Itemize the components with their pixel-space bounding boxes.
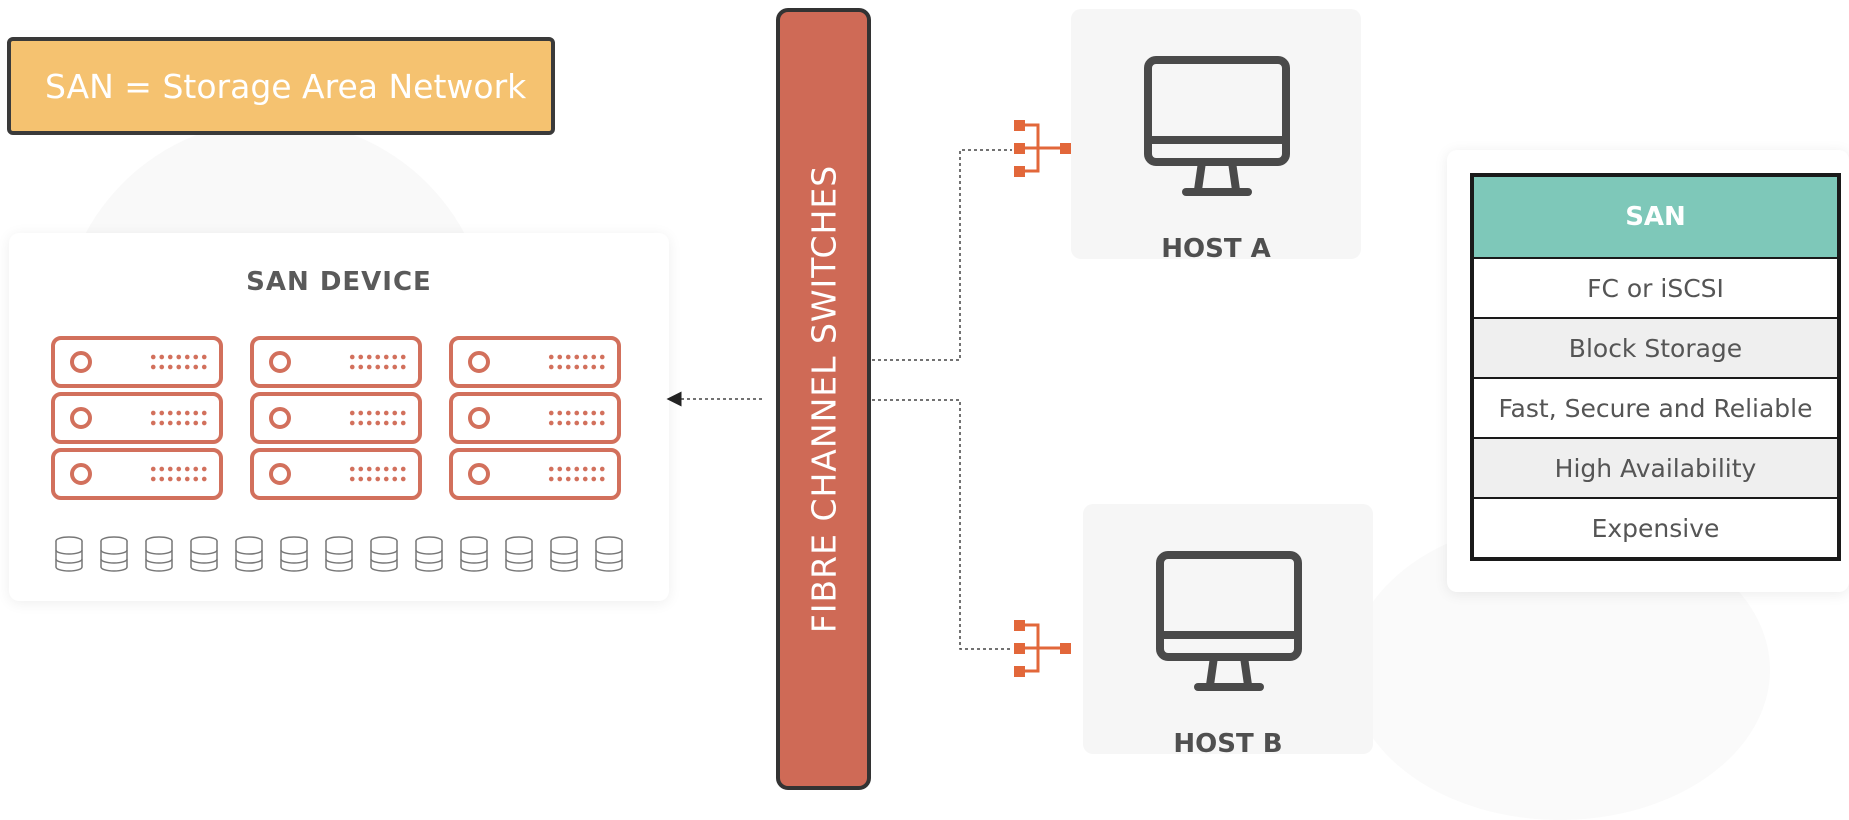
disk-icon bbox=[189, 536, 219, 572]
server-led-icon bbox=[468, 463, 490, 485]
host-a-link bbox=[872, 149, 1012, 361]
disk-icon bbox=[369, 536, 399, 572]
disk-icon bbox=[414, 536, 444, 572]
san-properties-table: SAN FC or iSCSI Block Storage Fast, Secu… bbox=[1470, 173, 1841, 561]
server-unit-icon bbox=[51, 392, 223, 444]
server-vent-icon bbox=[348, 352, 408, 374]
disk-icon bbox=[504, 536, 534, 572]
server-vent-icon bbox=[348, 408, 408, 430]
connection-lines bbox=[666, 149, 1012, 650]
server-vent-icon bbox=[149, 352, 209, 374]
table-row: Expensive bbox=[1471, 497, 1840, 560]
disk-icon bbox=[99, 536, 129, 572]
table-row: High Availability bbox=[1471, 437, 1840, 499]
disk-icon bbox=[54, 536, 84, 572]
san-device-panel: SAN DEVICE bbox=[9, 233, 669, 601]
server-unit-icon bbox=[250, 392, 422, 444]
server-led-icon bbox=[269, 463, 291, 485]
title-banner: SAN = Storage Area Network bbox=[7, 37, 555, 135]
fibre-channel-switch: FIBRE CHANNEL SWITCHES bbox=[776, 8, 871, 790]
host-b-card: HOST B bbox=[1083, 504, 1373, 759]
disk-icon bbox=[279, 536, 309, 572]
server-led-icon bbox=[70, 407, 92, 429]
disk-icon bbox=[234, 536, 264, 572]
server-vent-icon bbox=[149, 408, 209, 430]
server-unit-icon bbox=[51, 448, 223, 500]
server-vent-icon bbox=[547, 352, 607, 374]
network-hub-icon bbox=[1014, 620, 1071, 677]
server-vent-icon bbox=[348, 464, 408, 486]
title-text: SAN = Storage Area Network bbox=[45, 66, 527, 106]
server-unit-icon bbox=[449, 448, 621, 500]
table-row: FC or iSCSI bbox=[1471, 257, 1840, 319]
host-a-label: HOST A bbox=[1161, 234, 1271, 264]
server-unit-icon bbox=[449, 336, 621, 388]
server-unit-icon bbox=[250, 448, 422, 500]
san-device-title: SAN DEVICE bbox=[246, 267, 432, 297]
disk-icon bbox=[144, 536, 174, 572]
server-led-icon bbox=[269, 407, 291, 429]
server-unit-icon bbox=[51, 336, 223, 388]
server-led-icon bbox=[468, 351, 490, 373]
server-unit-icon bbox=[449, 392, 621, 444]
table-row: Fast, Secure and Reliable bbox=[1471, 377, 1840, 439]
disk-icon bbox=[459, 536, 489, 572]
server-vent-icon bbox=[547, 408, 607, 430]
host-b-label: HOST B bbox=[1173, 729, 1283, 759]
server-vent-icon bbox=[149, 464, 209, 486]
table-header: SAN bbox=[1471, 174, 1840, 259]
server-led-icon bbox=[468, 407, 490, 429]
disk-icon bbox=[324, 536, 354, 572]
host-a-card: HOST A bbox=[1071, 9, 1361, 264]
disk-icon bbox=[594, 536, 624, 572]
switch-label: FIBRE CHANNEL SWITCHES bbox=[804, 164, 843, 634]
monitor-icon bbox=[1144, 56, 1290, 196]
server-led-icon bbox=[70, 351, 92, 373]
network-hub-icon bbox=[1014, 120, 1071, 177]
table-row: Block Storage bbox=[1471, 317, 1840, 379]
monitor-icon bbox=[1156, 551, 1302, 691]
server-led-icon bbox=[269, 351, 291, 373]
disk-icon bbox=[549, 536, 579, 572]
server-vent-icon bbox=[547, 464, 607, 486]
server-unit-icon bbox=[250, 336, 422, 388]
host-b-link bbox=[872, 399, 1012, 650]
san-table-panel: SAN FC or iSCSI Block Storage Fast, Secu… bbox=[1447, 150, 1849, 592]
server-led-icon bbox=[70, 463, 92, 485]
